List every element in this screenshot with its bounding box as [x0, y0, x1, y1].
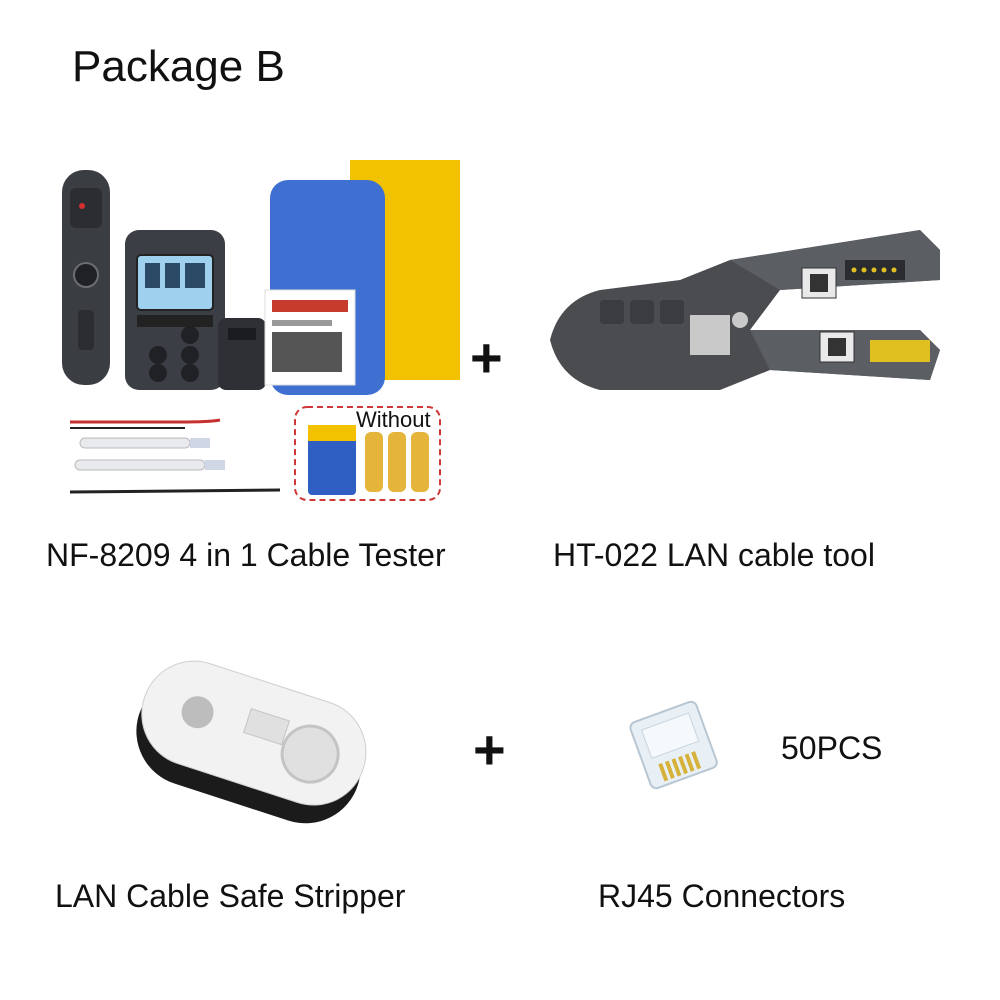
quantity-label: 50PCS — [781, 730, 883, 766]
crimp-tool-caption: HT-022 LAN cable tool — [553, 537, 875, 573]
cable-stripper-caption: LAN Cable Safe Stripper — [55, 878, 406, 914]
rj45-connectors-caption: RJ45 Connectors — [598, 878, 846, 914]
cable-stripper-image — [120, 650, 380, 840]
plus-icon: + — [473, 718, 506, 781]
plus-icon: + — [470, 326, 503, 389]
cable-tester-kit-image — [50, 160, 460, 510]
rj45-connector-image — [620, 688, 740, 803]
cable-tester-caption: NF-8209 4 in 1 Cable Tester — [46, 537, 446, 573]
package-title: Package B — [72, 42, 285, 91]
crimp-tool-image — [540, 220, 960, 420]
without-batteries-label: Without — [356, 407, 431, 432]
